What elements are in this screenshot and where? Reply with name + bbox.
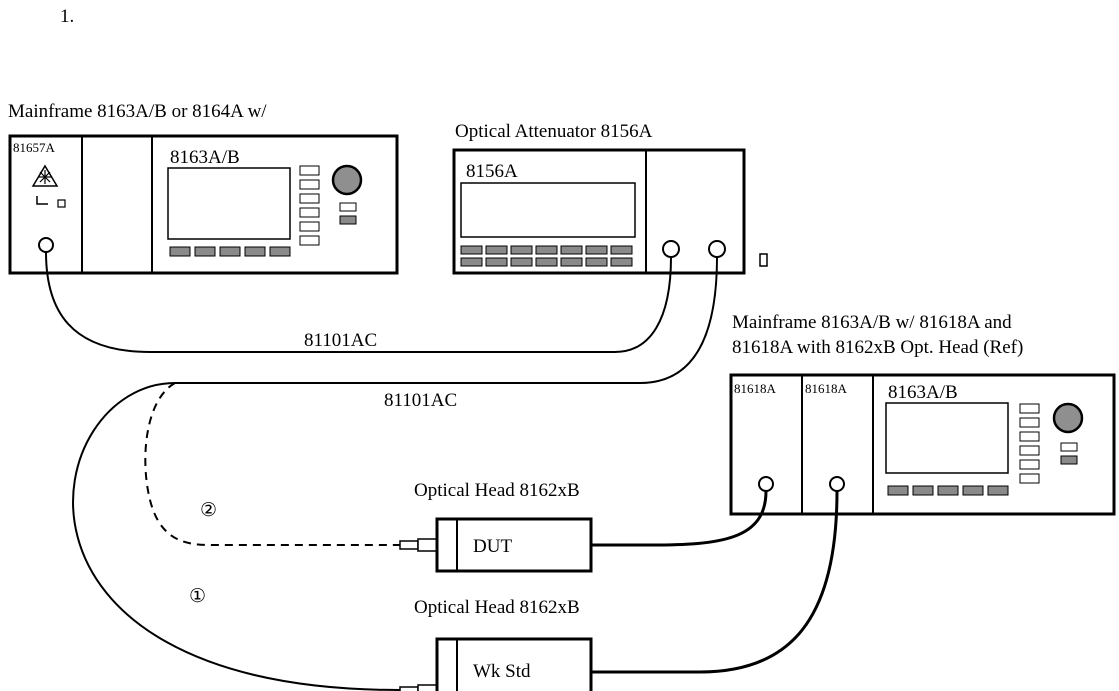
mainframe-left-button	[339, 202, 357, 212]
mainframe-left-button	[339, 215, 357, 225]
cable-81101ac-1	[45, 251, 672, 353]
module2-input-connector	[829, 476, 845, 492]
wkstd-optical-head: Wk Std	[399, 637, 593, 691]
mainframe-right-model: 8163A/B	[888, 382, 958, 403]
mainframe-right: 81618A 81618A 8163A/B	[729, 373, 1116, 516]
wkstd-head-caption: Optical Head 8162xB	[414, 597, 580, 618]
path1-marker: ①	[189, 586, 206, 607]
laser-warning-icon	[31, 164, 66, 208]
dut-optical-head: DUT	[399, 517, 593, 573]
wkstd-label: Wk Std	[473, 661, 531, 682]
cable2-label: 81101AC	[384, 390, 457, 411]
dut-connector	[399, 540, 419, 550]
attenuator-input-connector	[662, 240, 680, 258]
attenuator-caption: Optical Attenuator 8156A	[455, 121, 653, 142]
dut-label: DUT	[473, 536, 512, 557]
mainframe-right-caption-line1: Mainframe 8163A/B w/ 81618A and	[732, 312, 1012, 333]
attenuator-keypad	[460, 245, 633, 267]
wkstd-head-cable	[591, 490, 839, 674]
module1-input-connector	[758, 476, 774, 492]
mainframe-left-softkeys	[299, 165, 320, 246]
module2-label-81618a: 81618A	[805, 381, 848, 396]
mainframe-left-caption: Mainframe 8163A/B or 8164A w/	[8, 101, 267, 122]
module1-label-81618a: 81618A	[734, 381, 777, 396]
wkstd-connector	[399, 686, 419, 691]
mainframe-right-button	[1060, 442, 1078, 452]
mainframe-right-display	[885, 402, 1009, 474]
dut-connector-sleeve	[417, 538, 438, 552]
attenuator-output-connector	[708, 240, 726, 258]
mainframe-right-knob	[1052, 402, 1084, 434]
attenuator-side-marker	[759, 253, 768, 267]
cable1-label: 81101AC	[304, 330, 377, 351]
mainframe-left-display	[167, 167, 291, 240]
path2-dashed-cable	[144, 382, 400, 546]
attenuator-model: 8156A	[466, 161, 518, 182]
step-number: 1.	[60, 6, 74, 27]
mainframe-right-caption-line2: 81618A with 8162xB Opt. Head (Ref)	[732, 337, 1023, 358]
path2-marker: ②	[200, 500, 217, 521]
dut-head-cable	[591, 490, 768, 547]
laser-output-connector	[38, 237, 54, 253]
mainframe-right-softkeys	[1019, 403, 1040, 484]
wkstd-head-body	[435, 637, 593, 691]
cable-81101ac-2	[72, 256, 718, 691]
mainframe-right-bottom-keys	[887, 485, 1009, 496]
dut-head-caption: Optical Head 8162xB	[414, 480, 580, 501]
mainframe-left: 81657A 8163A/B	[8, 134, 399, 275]
wkstd-connector-sleeve	[417, 684, 438, 691]
attenuator-display	[460, 182, 636, 238]
mainframe-right-button	[1060, 455, 1078, 465]
attenuator: 8156A	[452, 148, 746, 275]
module-label-81657a: 81657A	[13, 140, 56, 155]
mainframe-left-bottom-keys	[169, 246, 291, 257]
dut-head-body	[435, 517, 593, 573]
mainframe-left-model: 8163A/B	[170, 147, 240, 168]
mainframe-left-knob	[331, 164, 363, 196]
